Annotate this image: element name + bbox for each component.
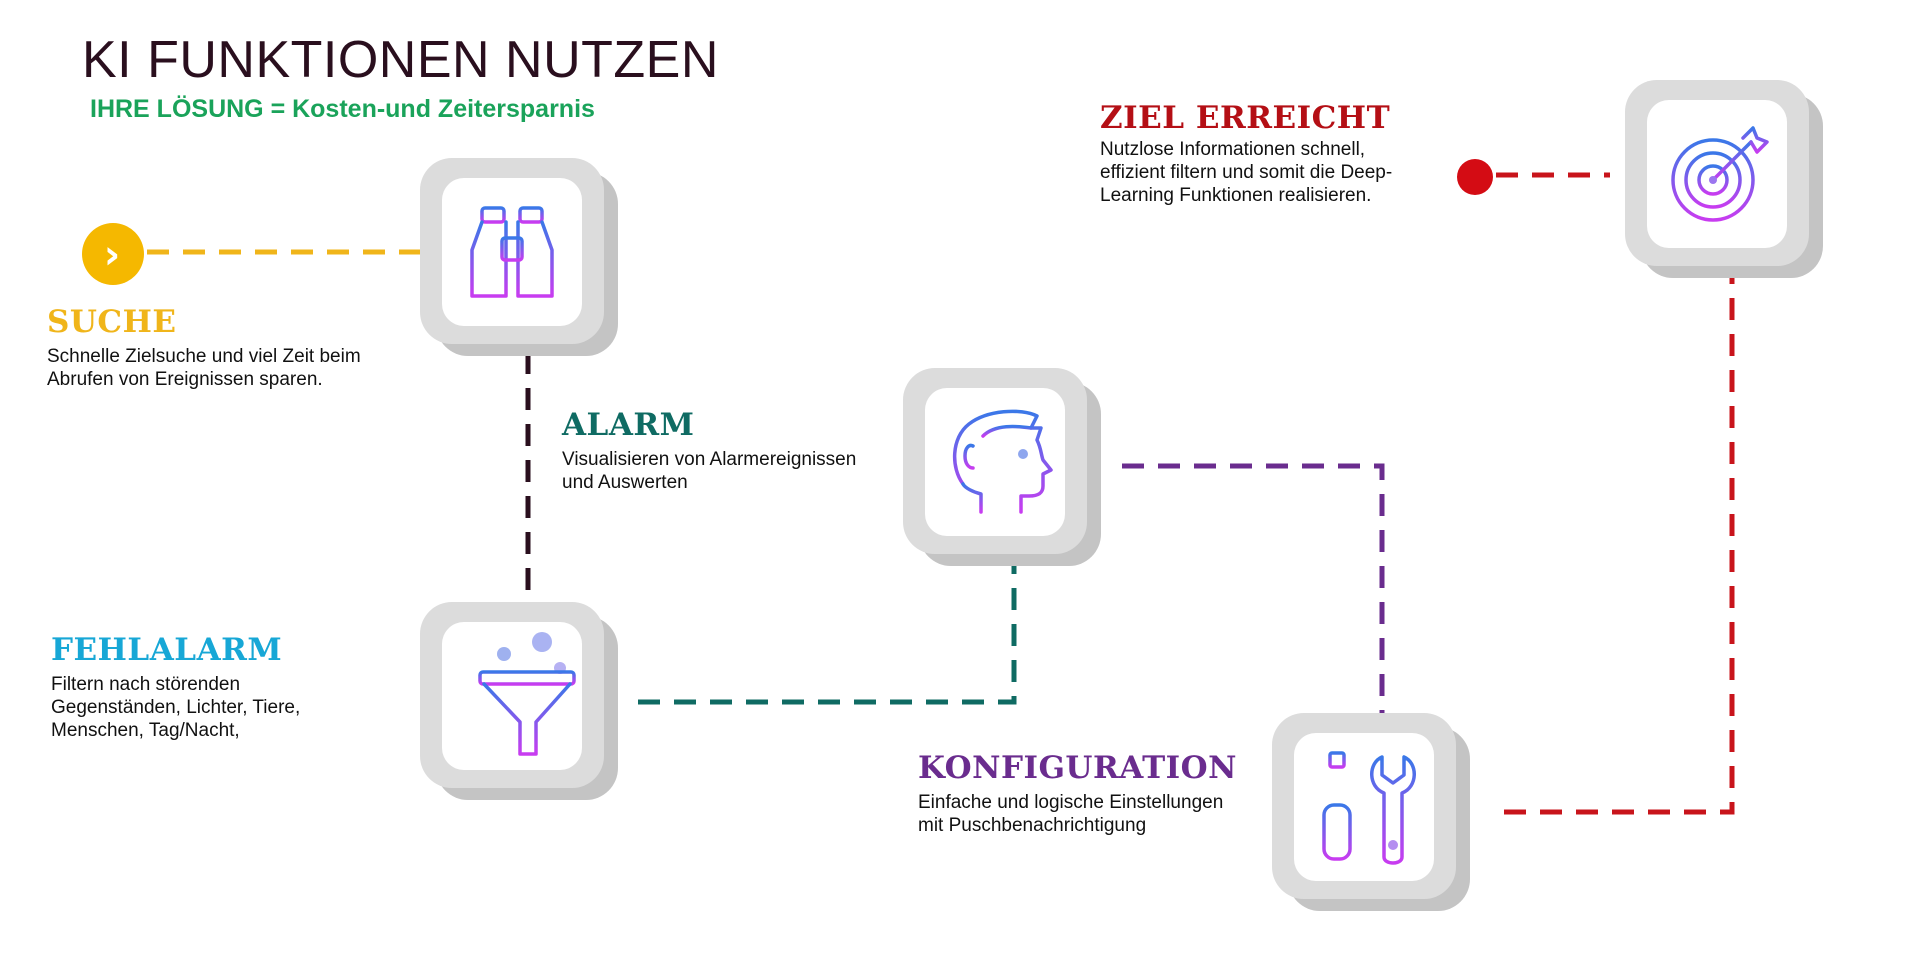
step-desc-fehlalarm: Filtern nach störenden Gegenständen, Lic… xyxy=(51,673,300,742)
step-desc-line: Gegenständen, Lichter, Tiere, xyxy=(51,697,301,718)
tile-ziel[interactable] xyxy=(1625,80,1823,278)
step-desc-line: Menschen, Tag/Nacht, xyxy=(51,720,240,741)
step-desc-line: mit Puschbenachrichtigung xyxy=(918,815,1147,836)
page-title: KI FUNKTIONEN NUTZEN xyxy=(82,31,719,89)
tile-suche[interactable] xyxy=(420,158,618,356)
step-title-suche: SUCHE xyxy=(47,304,177,340)
connector-konfiguration-to-ziel xyxy=(1504,274,1735,815)
start-marker-arrow: › xyxy=(104,232,120,278)
tile-fehlalarm[interactable] xyxy=(420,602,618,800)
step-title-konfiguration: KONFIGURATION xyxy=(918,750,1237,786)
step-desc-konfiguration: Einfache und logische Einstellungen mit … xyxy=(918,791,1223,837)
binoculars-icon xyxy=(470,206,554,298)
step-desc-line: Abrufen von Ereignissen sparen. xyxy=(47,369,323,390)
step-desc-alarm: Visualisieren von Alarmereignissen und A… xyxy=(562,448,856,494)
step-desc-line: Nutzlose Informationen schnell, xyxy=(1100,139,1366,160)
step-desc-line: Schnelle Zielsuche und viel Zeit beim xyxy=(47,346,361,367)
step-desc-line: Visualisieren von Alarmereignissen xyxy=(562,449,857,470)
tile-face xyxy=(925,388,1065,536)
step-desc-line: und Auswerten xyxy=(562,472,688,493)
tile-face xyxy=(442,622,582,770)
page-subtitle: IHRE LÖSUNG = Kosten-und Zeitersparnis xyxy=(90,95,595,123)
tile-face xyxy=(1647,100,1787,248)
connector-fehlalarm-to-alarm xyxy=(638,566,1017,705)
tile-face xyxy=(1294,733,1434,881)
step-title-ziel: ZIEL ERREICHT xyxy=(1100,100,1391,136)
start-marker-circle xyxy=(82,223,144,285)
target-icon xyxy=(1671,126,1769,222)
step-title-alarm: ALARM xyxy=(562,407,695,443)
goal-dot xyxy=(1457,159,1493,195)
step-desc-line: Learning Funktionen realisieren. xyxy=(1100,185,1372,206)
step-desc-line: effizient filtern und somit die Deep- xyxy=(1100,162,1393,183)
step-desc-ziel: Nutzlose Informationen schnell, effizien… xyxy=(1100,138,1392,207)
human-head-icon xyxy=(952,409,1053,514)
step-desc-line: Einfache und logische Einstellungen xyxy=(918,792,1224,813)
tools-icon xyxy=(1322,751,1416,865)
step-desc-suche: Schnelle Zielsuche und viel Zeit beim Ab… xyxy=(47,345,361,391)
tile-face xyxy=(442,178,582,326)
connector-alarm-to-konfiguration xyxy=(1122,463,1385,714)
funnel-filter-icon xyxy=(478,632,576,756)
tile-alarm[interactable] xyxy=(903,368,1101,566)
tile-konfiguration[interactable] xyxy=(1272,713,1470,911)
step-title-fehlalarm: FEHLALARM xyxy=(51,632,283,668)
step-desc-line: Filtern nach störenden xyxy=(51,674,241,695)
